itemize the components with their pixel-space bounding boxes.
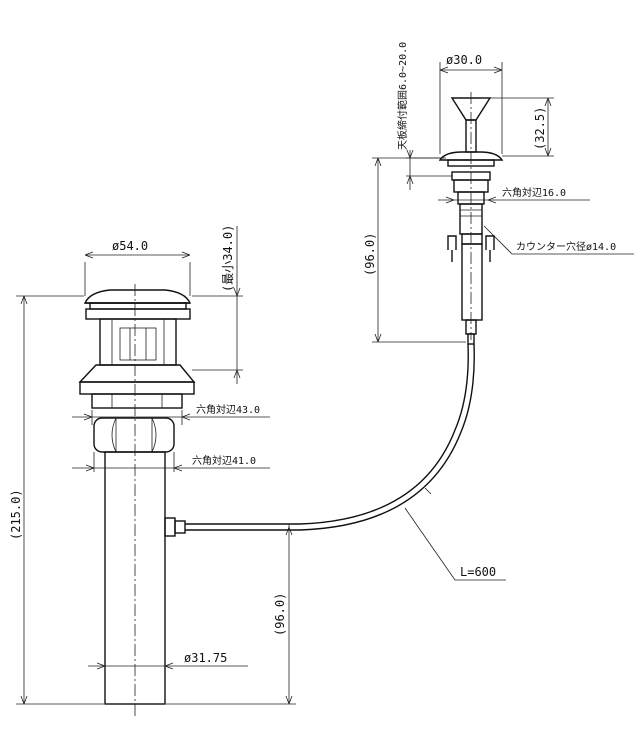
knob-counter-hole-label: カウンター穴径ø14.0 [516, 240, 616, 253]
dimension-labels: ø54.0 (最小34.0) 六角対辺43.0 六角対辺41.0 (215.0)… [9, 42, 616, 665]
drain-flange [78, 364, 196, 383]
pivot-connector [164, 517, 176, 537]
upper-hex-nut [91, 393, 183, 409]
drain-cap-diameter-label: ø54.0 [112, 239, 148, 253]
drain-pipe-diameter-label: ø31.75 [184, 651, 227, 665]
knob-rod-body [461, 243, 483, 321]
top-escutcheon [438, 151, 504, 161]
knob-assembly [438, 92, 504, 345]
lower-hex-nut [93, 417, 175, 453]
knob-countertop-range-label: 天板締付範囲6.0~20.0 [396, 42, 409, 150]
cable-length-label: L=600 [460, 565, 496, 579]
drain-hex-lower-label: 六角対辺41.0 [192, 454, 256, 467]
drain-assembly [78, 284, 196, 718]
drain-rod-height-label: (96.0) [273, 593, 287, 636]
drain-cap [83, 289, 192, 304]
drain-hex-upper-label: 六角対辺43.0 [196, 403, 260, 416]
knob-hex-label: 六角対辺16.0 [502, 186, 566, 199]
stopper-body [99, 318, 177, 366]
knob-top-diameter-label: ø30.0 [446, 53, 482, 67]
knob-body-height-label: (96.0) [363, 233, 377, 276]
drain-min-height-label: (最小34.0) [221, 225, 235, 292]
drain-total-height-label: (215.0) [9, 489, 23, 540]
knob-height-label: (32.5) [533, 107, 547, 150]
dimensions [16, 62, 634, 705]
control-cable [185, 343, 475, 531]
mounting-clip [447, 235, 495, 262]
